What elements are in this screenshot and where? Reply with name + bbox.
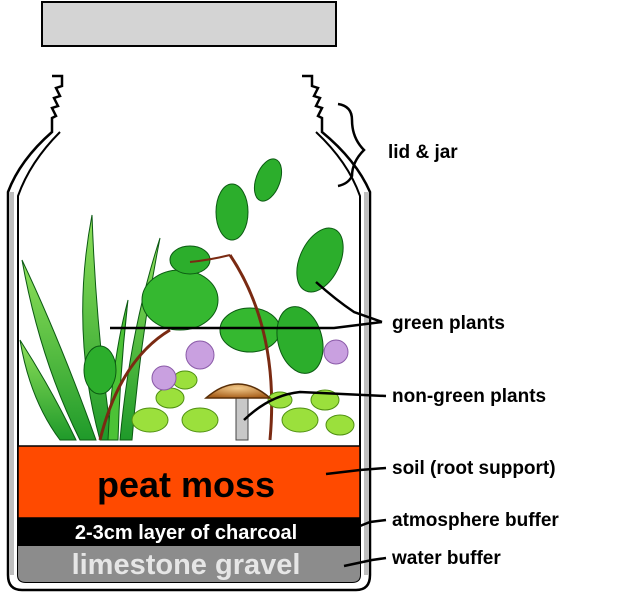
limestone-gravel-label: limestone gravel [72, 549, 301, 581]
lid-brace [337, 102, 366, 188]
non-green-pointer [243, 390, 387, 421]
charcoal-label: 2-3cm layer of charcoal [75, 522, 297, 544]
soil-pointer [325, 466, 387, 476]
jar-outline [6, 74, 372, 592]
charcoal-layer [18, 518, 360, 546]
atmosphere-buffer-label: atmosphere buffer [392, 510, 559, 531]
jar-lid [41, 1, 337, 47]
non-green-plants-label: non-green plants [392, 386, 546, 407]
water-buffer-label: water buffer [391, 548, 501, 569]
limestone-gravel-layer [18, 546, 360, 582]
peat-moss-label: peat moss [97, 464, 275, 505]
green-plants-label: green plants [392, 313, 505, 334]
green-plants-pointer [110, 320, 383, 330]
peat-moss-layer [17, 445, 361, 519]
plants-illustration [19, 158, 355, 441]
water-pointer [343, 556, 387, 568]
callout-lines [110, 102, 387, 568]
lid-jar-label: lid & jar [388, 142, 458, 163]
atmosphere-pointer [349, 518, 387, 532]
soil-role-label: soil (root support) [392, 458, 556, 479]
